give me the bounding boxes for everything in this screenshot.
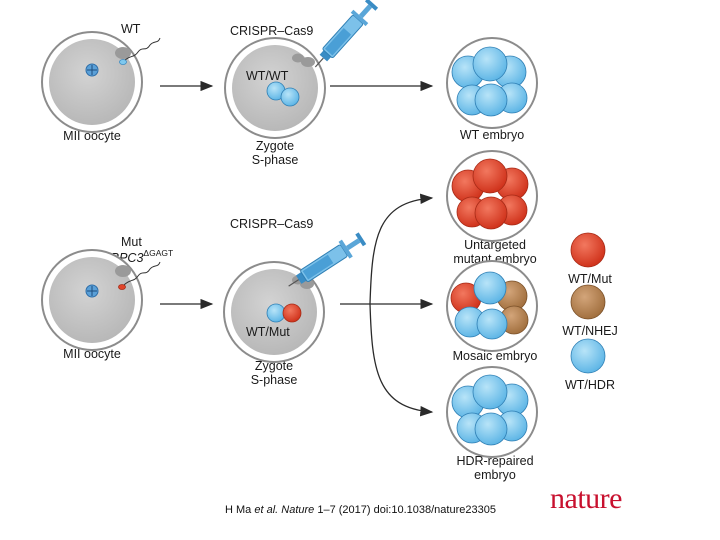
legend: WT/Mut WT/NHEJ WT/HDR bbox=[562, 232, 618, 392]
legend-label-wt-mut: WT/Mut bbox=[568, 272, 612, 286]
top-zygote-line2: S-phase bbox=[252, 153, 299, 167]
bottom-zygote-line2: S-phase bbox=[251, 373, 298, 387]
caption-authors: H Ma bbox=[225, 504, 255, 516]
top-syringe-icon bbox=[314, 0, 379, 68]
outcome1-line2: mutant embryo bbox=[453, 252, 536, 266]
citation-caption: H Ma et al. Nature 1–7 (2017) doi:10.103… bbox=[225, 504, 496, 516]
bottom-sperm-mut bbox=[118, 261, 161, 290]
mosaic-embryo bbox=[446, 260, 538, 352]
hdr-repaired-embryo bbox=[446, 366, 538, 458]
legend-label-wt-nhej: WT/NHEJ bbox=[562, 324, 618, 338]
nature-logo[interactable]: nature bbox=[550, 482, 622, 515]
top-oocyte-label: MII oocyte bbox=[63, 129, 121, 143]
top-zygote-genotype: WT/WT bbox=[246, 69, 289, 83]
top-oocyte bbox=[41, 31, 143, 133]
top-zygote bbox=[224, 37, 326, 139]
outcome2-label: Mosaic embryo bbox=[453, 349, 538, 363]
branch-arrows bbox=[340, 193, 434, 417]
caption-etal: et al. bbox=[254, 504, 279, 516]
top-crispr-label: CRISPR–Cas9 bbox=[230, 24, 313, 38]
bottom-zygote-line1: Zygote bbox=[255, 359, 293, 373]
untargeted-mutant-embryo bbox=[446, 150, 538, 242]
outcome1-line1: Untargeted bbox=[464, 238, 526, 252]
top-sperm-wt bbox=[119, 37, 161, 65]
legend-item-wt-mut: WT/Mut bbox=[568, 232, 612, 286]
caption-rest: 1–7 (2017) doi:10.1038/nature23305 bbox=[314, 504, 496, 516]
top-embryo-label: WT embryo bbox=[460, 128, 524, 142]
bottom-oocyte-label: MII oocyte bbox=[63, 347, 121, 361]
legend-item-wt-nhej: WT/NHEJ bbox=[562, 284, 618, 338]
top-wt-label: WT bbox=[121, 22, 141, 36]
caption-journal: Nature bbox=[281, 504, 315, 516]
top-wt-embryo bbox=[446, 37, 538, 129]
legend-item-wt-hdr: WT/HDR bbox=[565, 338, 615, 392]
outcome3-line1: HDR-repaired bbox=[456, 454, 533, 468]
bottom-zygote-genotype: WT/Mut bbox=[246, 325, 290, 339]
bottom-crispr-label: CRISPR–Cas9 bbox=[230, 217, 313, 231]
outcome3-line2: embryo bbox=[474, 468, 516, 482]
bottom-syringe-icon bbox=[288, 232, 367, 287]
bottom-oocyte bbox=[41, 249, 143, 351]
bottom-zygote bbox=[223, 261, 325, 363]
top-zygote-line1: Zygote bbox=[256, 139, 294, 153]
legend-label-wt-hdr: WT/HDR bbox=[565, 378, 615, 392]
bottom-mut-label: Mut bbox=[121, 235, 142, 249]
